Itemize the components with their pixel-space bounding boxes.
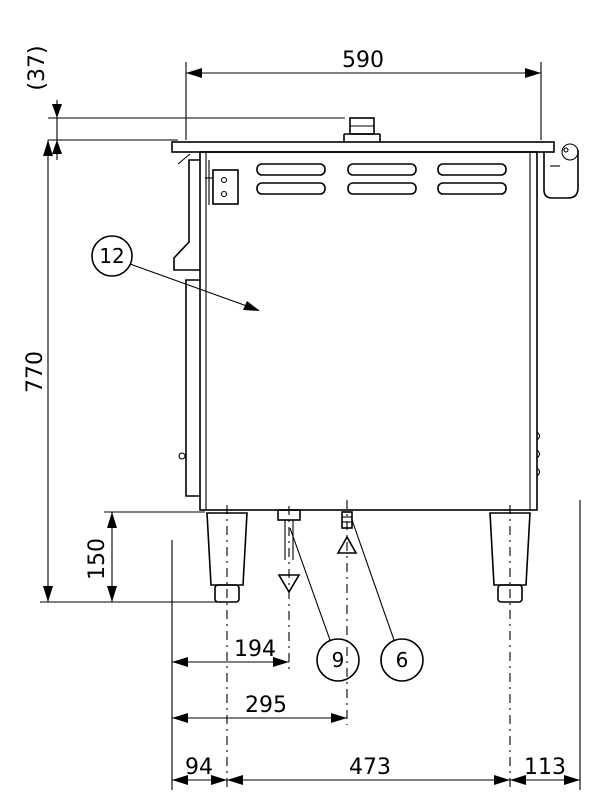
- leg-right: [489, 505, 531, 790]
- dimension-113-label: 113: [524, 755, 566, 780]
- dimension-295-label: 295: [245, 693, 287, 718]
- dimension-194-label: 194: [234, 637, 276, 662]
- dimension-770-label: 770: [23, 351, 48, 393]
- dimension-37-label: (37): [25, 45, 50, 90]
- vent-louvers: [256, 163, 507, 195]
- drain-outlet: [277, 506, 301, 670]
- dimension-150: 150: [85, 511, 205, 602]
- dimension-590-label: 590: [342, 48, 384, 73]
- dimension-150-label: 150: [85, 538, 110, 580]
- callout-9: 9: [289, 527, 360, 682]
- callout-6-label: 6: [396, 648, 409, 672]
- dimension-473-label: 473: [349, 755, 391, 780]
- dimension-295: 295: [172, 693, 347, 723]
- dimension-590: 590: [185, 48, 542, 140]
- dimension-194: 194: [172, 637, 289, 667]
- callout-12: 12: [91, 235, 260, 311]
- callout-12-label: 12: [99, 244, 124, 268]
- dimension-37: (37): [25, 45, 345, 160]
- leg-left: [206, 505, 248, 790]
- callout-9-label: 9: [332, 648, 345, 672]
- machine-body: [171, 117, 579, 511]
- callout-6: 6: [351, 519, 424, 682]
- dimension-bottom-chain: 94 473 113: [172, 755, 580, 785]
- water-supply-inlet: [336, 500, 358, 725]
- dimension-94-label: 94: [185, 755, 213, 780]
- dimension-770: 770: [23, 140, 222, 603]
